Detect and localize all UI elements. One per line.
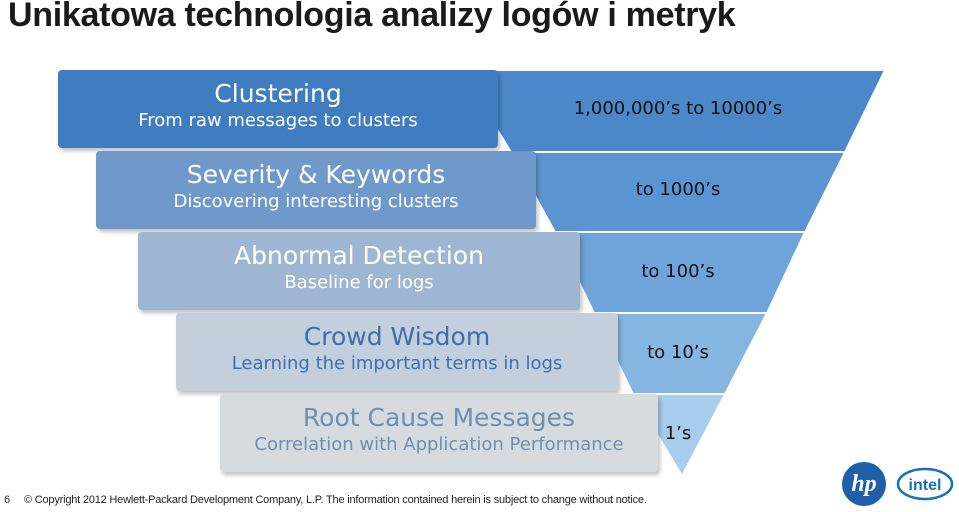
stage-title: Crowd Wisdom	[303, 322, 491, 351]
intel-logo-text: intel	[909, 477, 942, 494]
funnel-segment	[462, 70, 884, 152]
stage-title: Abnormal Detection	[234, 241, 484, 270]
stage-band-abnormal-detection: Abnormal Detection Baseline for logs	[138, 232, 580, 310]
stage-band-severity-keywords: Severity & Keywords Discovering interest…	[96, 151, 536, 229]
page-title: Unikatowa technologia analizy logów i me…	[8, 0, 736, 34]
stage-subtitle: Correlation with Application Performance	[254, 434, 624, 455]
stage-subtitle: Baseline for logs	[284, 272, 434, 293]
stage-count: 1’s	[664, 423, 692, 444]
stage-band-clustering: Clustering From raw messages to clusters	[58, 70, 498, 148]
stage-band-root-cause: Root Cause Messages Correlation with App…	[220, 394, 658, 472]
stage-count: to 100’s	[641, 261, 715, 282]
stage-count: 1,000,000’s to 10000’s	[573, 98, 783, 119]
stage-subtitle: From raw messages to clusters	[138, 110, 418, 131]
hp-logo: hp	[842, 462, 886, 506]
stage-count: to 10’s	[647, 342, 709, 363]
copyright-notice: © Copyright 2012 Hewlett-Packard Develop…	[24, 494, 647, 506]
funnel-segment	[556, 232, 804, 313]
stage-title: Clustering	[214, 79, 342, 108]
stage-title: Root Cause Messages	[302, 403, 576, 432]
funnel-segment	[512, 152, 844, 232]
page-number: 6	[4, 494, 11, 506]
stage-count: to 1000’s	[635, 179, 721, 200]
stage-subtitle: Learning the important terms in logs	[231, 353, 563, 374]
stage-subtitle: Discovering interesting clusters	[173, 191, 459, 212]
hp-logo-text: hp	[851, 470, 877, 497]
stage-band-crowd-wisdom: Crowd Wisdom Learning the important term…	[176, 313, 618, 391]
stage-title: Severity & Keywords	[186, 160, 446, 189]
funnel-segment	[595, 313, 766, 394]
intel-logo: intel	[896, 467, 954, 501]
